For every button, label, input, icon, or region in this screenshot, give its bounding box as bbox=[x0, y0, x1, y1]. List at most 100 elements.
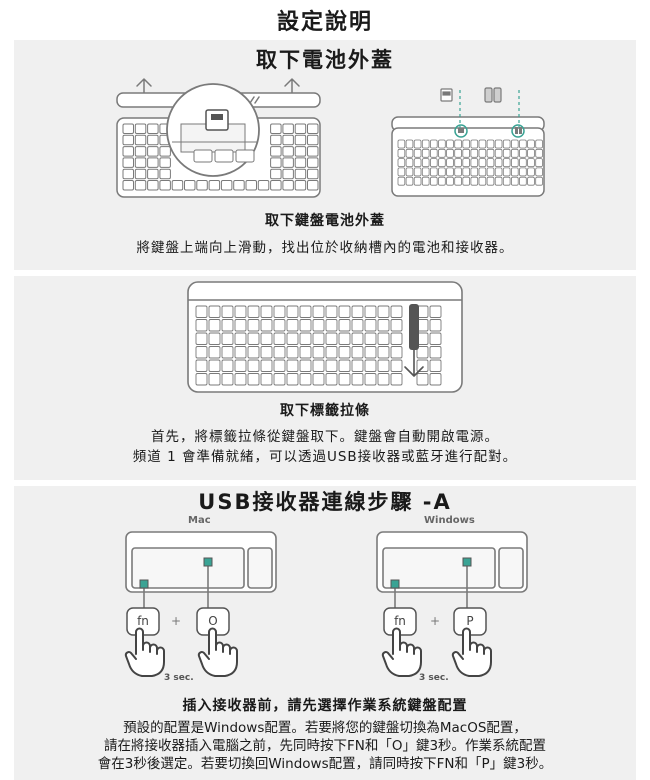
keyboard-key bbox=[247, 305, 260, 318]
keyboard-key bbox=[438, 158, 446, 167]
keyboard-key bbox=[270, 146, 282, 157]
keyboard-key bbox=[299, 346, 312, 359]
keyboard-key bbox=[282, 123, 294, 134]
keyboard-key bbox=[351, 359, 364, 372]
keyboard-key bbox=[377, 319, 390, 332]
keyboard-key bbox=[325, 319, 338, 332]
keyboard-key bbox=[413, 158, 422, 167]
keyboard-key bbox=[273, 305, 286, 318]
keyboard-key bbox=[470, 139, 479, 149]
keyboard-key bbox=[122, 123, 134, 134]
keyboard-key bbox=[234, 332, 247, 345]
keyboard-key bbox=[510, 148, 519, 158]
caption-line-pull-tab-1: 首先，將標籤拉條從鍵盤取下。鍵盤會自動開啟電源。 bbox=[151, 429, 499, 445]
keyboard-key bbox=[338, 346, 351, 359]
windows-plus-sign: + bbox=[430, 614, 441, 628]
keyboard-key bbox=[184, 180, 196, 191]
keyboard-key bbox=[338, 319, 351, 332]
keyboard-key bbox=[286, 359, 299, 372]
keyboard-key bbox=[221, 346, 234, 359]
keyboard-key bbox=[208, 346, 221, 359]
keyboard-key bbox=[377, 346, 390, 359]
keyboard-key bbox=[338, 305, 351, 318]
caption-title-remove-cover: 取下鍵盤電池外蓋 bbox=[265, 213, 385, 229]
keyboard-key bbox=[438, 176, 446, 186]
keyboard-key bbox=[390, 346, 403, 359]
keyboard-key bbox=[377, 332, 390, 345]
keyboard-key bbox=[462, 167, 470, 177]
caption-title-pull-tab: 取下標籤拉條 bbox=[280, 403, 370, 419]
keyboard-key bbox=[486, 139, 495, 149]
keyboard-key bbox=[454, 176, 462, 186]
keyboard-key bbox=[247, 319, 260, 332]
keyboard-key bbox=[234, 359, 247, 372]
keyboard-key bbox=[377, 305, 390, 318]
windows-hold-duration: 3 sec. bbox=[419, 673, 449, 683]
keyboard-key bbox=[446, 158, 454, 167]
keyboard-key bbox=[134, 180, 147, 191]
keyboard-key bbox=[494, 167, 503, 177]
keyboard-key bbox=[159, 146, 171, 157]
keyboard-key bbox=[478, 167, 487, 177]
keyboard-key bbox=[421, 158, 430, 167]
keyboard-key bbox=[273, 332, 286, 345]
keyboard-key bbox=[413, 148, 422, 158]
keyboard-key bbox=[486, 158, 495, 167]
keyboard-key bbox=[307, 168, 319, 180]
keyboard-key bbox=[413, 139, 422, 149]
keyboard-key bbox=[421, 167, 430, 177]
keyboard-key bbox=[397, 167, 406, 177]
mac-hold-duration: 3 sec. bbox=[164, 673, 194, 683]
keyboard-key bbox=[338, 373, 351, 386]
keyboard-key bbox=[462, 148, 470, 158]
keyboard-key bbox=[247, 346, 260, 359]
keyboard-key bbox=[257, 180, 270, 191]
keyboard-key bbox=[234, 305, 247, 318]
keyboard-key bbox=[429, 158, 438, 167]
keyboard-key bbox=[519, 167, 527, 177]
keyboard-key bbox=[147, 168, 159, 180]
keyboard-key bbox=[535, 148, 543, 158]
keyboard-key bbox=[462, 139, 470, 149]
keyboard-key bbox=[397, 176, 406, 186]
keyboard-key bbox=[438, 139, 446, 149]
keyboard-key bbox=[234, 346, 247, 359]
keyboard-key bbox=[429, 148, 438, 158]
keyboard-key bbox=[307, 134, 319, 146]
keyboard-key bbox=[364, 346, 377, 359]
keyboard-key bbox=[429, 139, 438, 149]
keyboard-key bbox=[535, 139, 543, 149]
windows-key-p: P bbox=[466, 614, 474, 628]
keyboard-key bbox=[294, 123, 307, 134]
keyboard-key bbox=[221, 305, 234, 318]
keyboard-key bbox=[429, 176, 438, 186]
keyboard-key bbox=[421, 176, 430, 186]
keyboard-key bbox=[270, 168, 282, 180]
keyboard-key bbox=[134, 134, 147, 146]
keyboard-key bbox=[397, 139, 406, 149]
keyboard-key bbox=[446, 139, 454, 149]
keyboard-key bbox=[260, 373, 273, 386]
keyboard-key bbox=[208, 319, 221, 332]
keyboard-key bbox=[208, 305, 221, 318]
keyboard-key bbox=[233, 180, 245, 191]
keyboard-key bbox=[208, 373, 221, 386]
keyboard-key bbox=[312, 332, 325, 345]
keyboard-key bbox=[294, 146, 307, 157]
keyboard-key bbox=[405, 148, 414, 158]
keyboard-key bbox=[260, 346, 273, 359]
keyboard-key bbox=[270, 123, 282, 134]
keyboard-key bbox=[270, 134, 282, 146]
keyboard-key bbox=[454, 139, 462, 149]
keyboard-key bbox=[454, 158, 462, 167]
keyboard-key bbox=[273, 319, 286, 332]
keyboard-key bbox=[429, 359, 442, 372]
keyboard-key bbox=[519, 176, 527, 186]
keyboard-key bbox=[147, 123, 159, 134]
usb-receiver-panel: USB接收器連線步驟 -A Mac Windows bbox=[14, 486, 636, 780]
keyboard-key bbox=[454, 148, 462, 158]
keyboard-key bbox=[486, 167, 495, 177]
keyboard-key bbox=[286, 319, 299, 332]
keyboard-key bbox=[221, 373, 234, 386]
keyboard-key bbox=[519, 139, 527, 149]
